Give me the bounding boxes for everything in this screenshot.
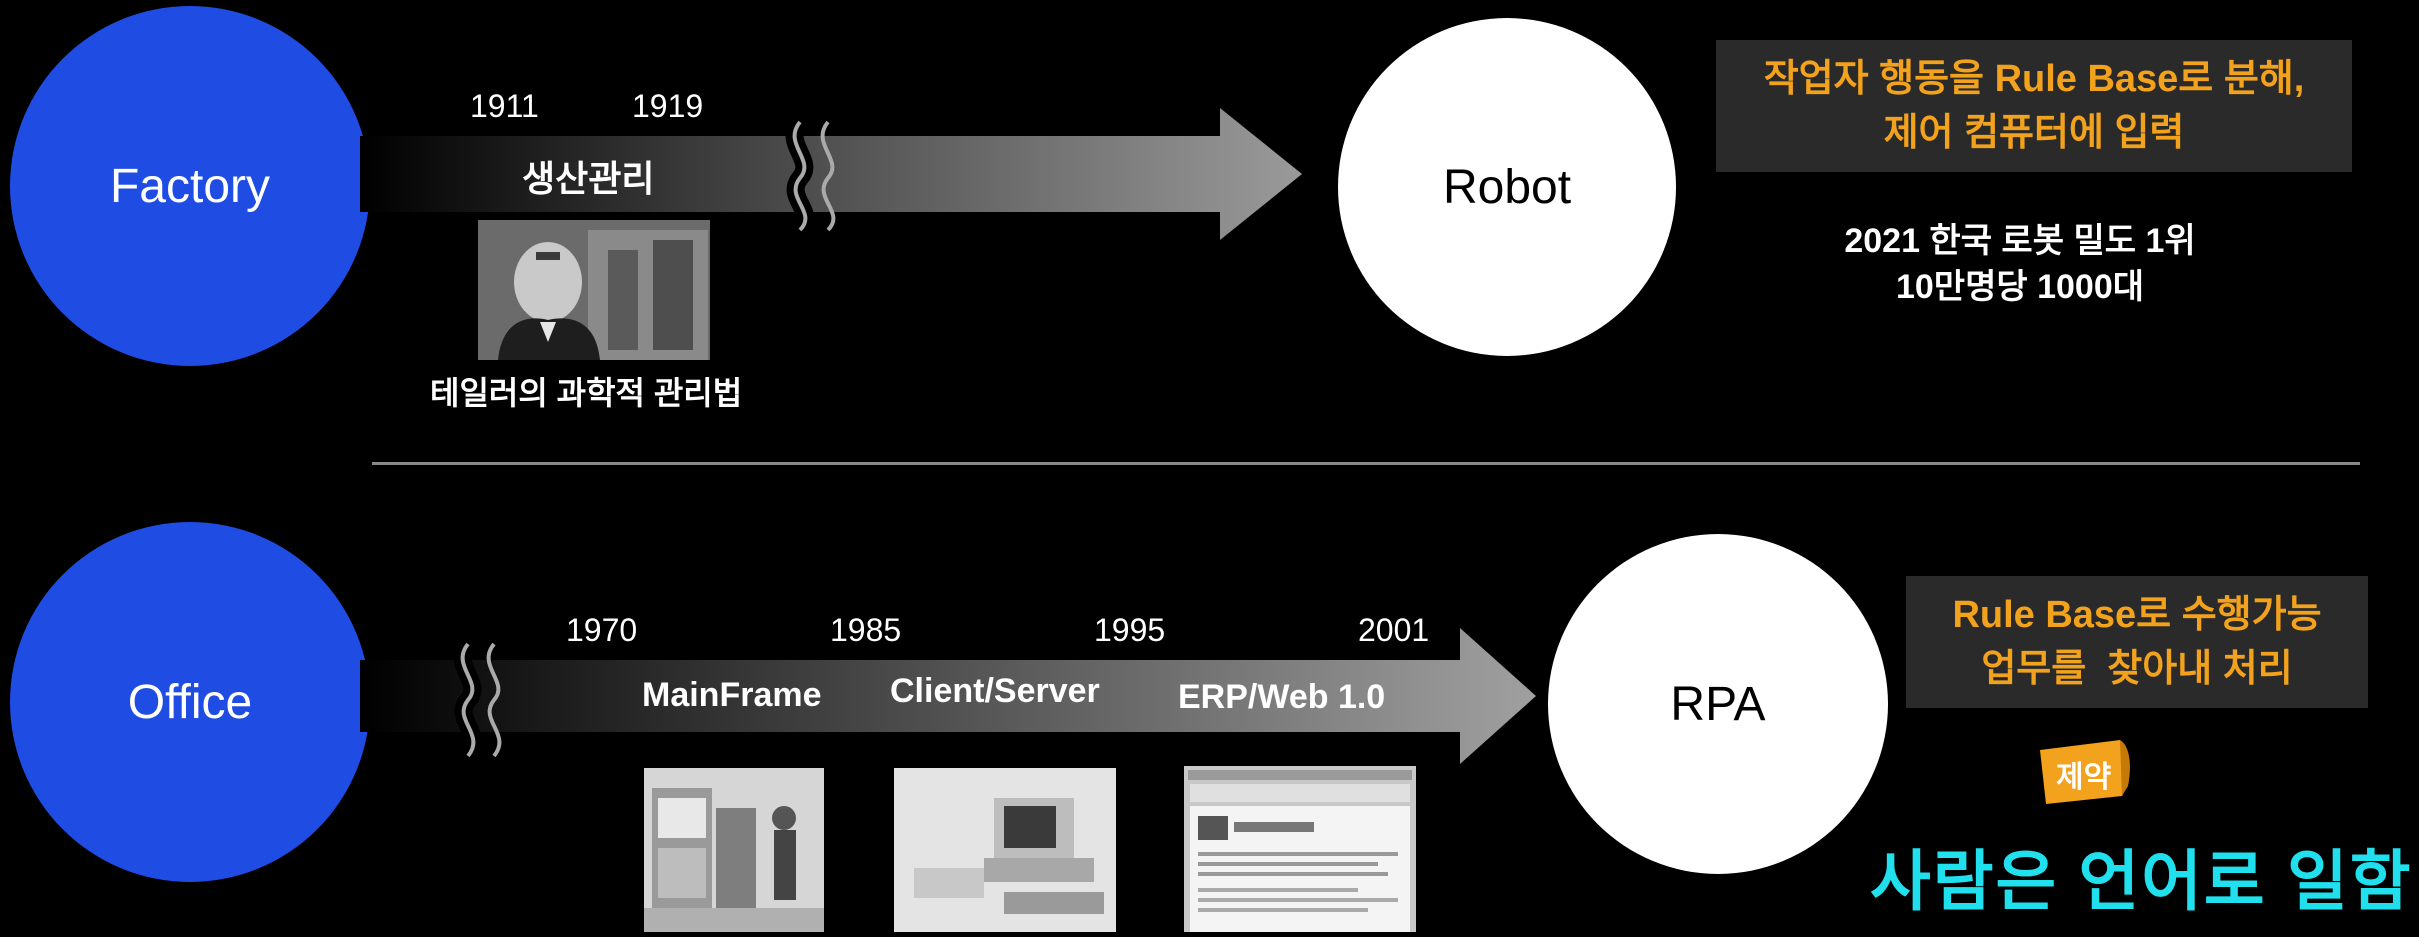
year-1919: 1919 [632, 88, 704, 124]
robot-callout-line-2: 제어 컴퓨터에 입력 [1883, 112, 2185, 154]
robot-stat: 2021 한국 로봇 밀도 1위 10만명당 1000대 [1760, 218, 2280, 310]
factory-timeline-arrow [360, 108, 1302, 240]
rpa-callout-line-1: Rule Base로 수행가능 [1952, 594, 2322, 636]
era-client-server: Client/Server [890, 672, 1100, 710]
robot-callout-box: 작업자 행동을 Rule Base로 분해, 제어 컴퓨터에 입력 [1716, 40, 2352, 172]
robot-stat-line-1: 2021 한국 로봇 밀도 1위 [1844, 222, 2196, 260]
factory-circle: Factory [10, 6, 370, 366]
taylor-photo [478, 220, 710, 360]
year-1970: 1970 [566, 612, 638, 648]
web-browser-photo [1184, 766, 1416, 932]
mainframe-photo [644, 768, 824, 932]
taylor-caption: 테일러의 과학적 관리법 [430, 375, 743, 411]
factory-label: Factory [109, 159, 271, 213]
era-erp-web: ERP/Web 1.0 [1178, 678, 1386, 716]
rpa-callout-box: Rule Base로 수행가능 업무를 찾아내 처리 [1906, 576, 2368, 708]
production-management-label: 생산관리 [522, 158, 655, 199]
office-circle: Office [10, 522, 370, 882]
robot-circle: Robot [1338, 18, 1676, 356]
constraint-tag-label: 제약 [2056, 761, 2112, 794]
section-divider [372, 462, 2360, 465]
office-label: Office [127, 675, 253, 729]
robot-callout-line-1: 작업자 행동을 Rule Base로 분해, [1763, 58, 2305, 100]
client-server-photo [894, 768, 1116, 932]
year-2001: 2001 [1358, 612, 1430, 648]
era-mainframe: MainFrame [642, 676, 822, 714]
year-1985: 1985 [830, 612, 902, 648]
office-timeline-arrow [360, 628, 1536, 764]
highlight-statement: 사람은 언어로 일함 [1870, 844, 2413, 918]
year-1995: 1995 [1094, 612, 1166, 648]
rpa-callout-line-2: 업무를 찾아내 처리 [1981, 648, 2293, 690]
year-1911: 1911 [470, 88, 539, 124]
rpa-circle: RPA [1548, 534, 1888, 874]
constraint-tag: 제약 [2036, 736, 2132, 808]
robot-stat-line-2: 10만명당 1000대 [1895, 268, 2145, 306]
rpa-label: RPA [1670, 677, 1766, 731]
robot-label: Robot [1442, 160, 1572, 214]
